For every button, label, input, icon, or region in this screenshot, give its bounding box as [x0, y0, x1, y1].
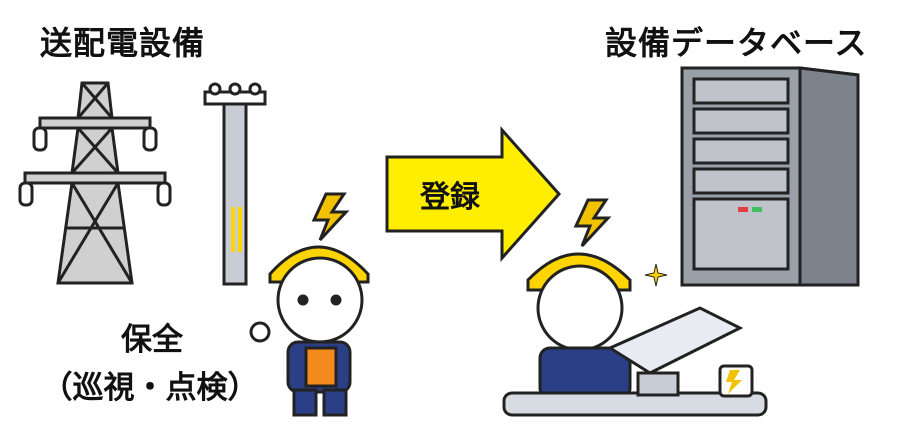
worker-pointing-icon — [249, 192, 370, 417]
maintenance-sub: （巡視・点検） — [41, 370, 259, 406]
sparkle-icon — [644, 263, 668, 287]
utility-pole-icon — [203, 82, 267, 286]
arrow-label: 登録 — [420, 180, 480, 215]
left-title: 送配電設備 — [40, 24, 206, 62]
right-title: 設備データベース — [605, 24, 868, 62]
register-arrow — [385, 126, 562, 262]
coffee-mug-icon — [718, 366, 719, 367]
server-icon — [680, 66, 860, 287]
transmission-tower-icon — [18, 81, 172, 285]
maintenance-label: 保全 — [121, 322, 183, 358]
worker-computer-icon — [502, 198, 768, 417]
